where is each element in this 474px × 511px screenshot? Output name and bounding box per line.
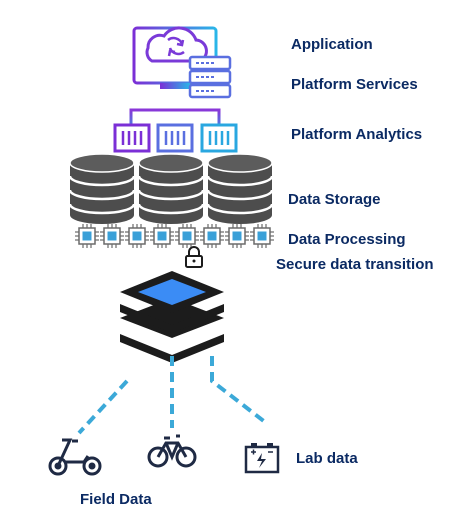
label-lab-data: Lab data <box>296 450 358 467</box>
label-data-processing: Data Processing <box>288 231 406 248</box>
server-rack-icon <box>188 55 232 99</box>
analytics-connectors <box>129 89 221 125</box>
label-field-data: Field Data <box>80 491 152 508</box>
analytics-modules <box>113 123 238 153</box>
chip-icon <box>225 224 249 248</box>
chip-icon <box>100 224 124 248</box>
battery-icon <box>244 443 280 474</box>
chip-icon <box>125 224 149 248</box>
database-icon <box>137 153 205 224</box>
chip-icon <box>175 224 199 248</box>
chip-icon <box>250 224 274 248</box>
lock-icon <box>185 246 203 268</box>
source-links <box>77 356 267 435</box>
database-icon <box>206 153 274 224</box>
label-platform-services: Platform Services <box>291 76 418 93</box>
label-data-storage: Data Storage <box>288 191 381 208</box>
chip-icon <box>150 224 174 248</box>
label-platform-analytics: Platform Analytics <box>291 126 423 143</box>
database-icon <box>68 153 136 224</box>
chip-icon <box>75 224 99 248</box>
processing-chips <box>75 224 274 248</box>
label-application: Application <box>291 36 373 53</box>
bicycle-icon <box>147 434 197 468</box>
scooter-icon <box>48 438 102 476</box>
layer-stack-icon <box>118 271 226 363</box>
label-secure-transition: Secure data transition <box>276 256 434 273</box>
chip-icon <box>200 224 224 248</box>
